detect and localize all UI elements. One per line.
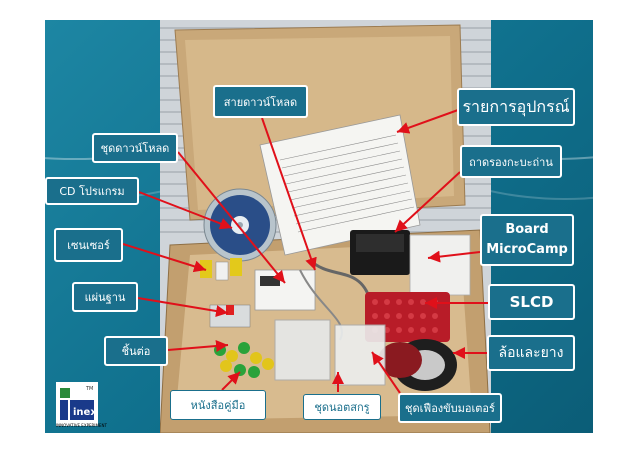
arrow-base-plate: [137, 297, 229, 317]
label-equipment-list: รายการอุปกรณ์: [457, 88, 575, 126]
label-gear-motor-set: ชุดเฟืองขับมอเตอร์: [398, 393, 502, 423]
label-wheels-tires: ล้อและยาง: [487, 335, 575, 371]
arrow-manual: [221, 371, 241, 391]
logo-tm: TM: [85, 386, 93, 392]
label-base-plate: แผ่นฐาน: [72, 282, 138, 312]
logo-brand-text: inex: [73, 407, 97, 418]
arrow-cd-program: [138, 191, 233, 230]
arrow-parts: [167, 340, 229, 352]
inex-logo: inex TM: [56, 382, 98, 426]
label-download-cable: สายดาวน์โหลด: [213, 85, 308, 118]
label-slcd: SLCD: [488, 284, 575, 320]
label-battery-tray: ถาดรองกะบะถ่าน: [460, 145, 562, 178]
label-board: Board MicroCamp: [480, 214, 574, 266]
arrow-download-cable: [261, 117, 317, 271]
logo-tagline: INNOVATIVE EXPERIMENT: [56, 423, 107, 428]
label-manual: หนังสือคู่มือ: [170, 390, 266, 420]
arrow-gear-motor: [371, 351, 401, 394]
arrow-battery-tray: [394, 171, 461, 233]
label-download-kit: ชุดดาวน์โหลด: [92, 133, 178, 163]
kit-box-illustration: [160, 20, 491, 433]
arrow-download-kit: [177, 151, 286, 284]
kit-photo: [160, 20, 491, 433]
label-parts: ชิ้นต่อ: [104, 336, 168, 366]
arrow-sensor: [122, 243, 207, 273]
arrow-board: [427, 250, 481, 263]
label-cd-program: CD โปรแกรม: [45, 177, 139, 205]
arrow-equipment-list: [396, 109, 459, 134]
label-sensor: เซนเซอร์: [54, 228, 123, 262]
label-nut-screw-set: ชุดนอตสกรู: [303, 394, 381, 420]
